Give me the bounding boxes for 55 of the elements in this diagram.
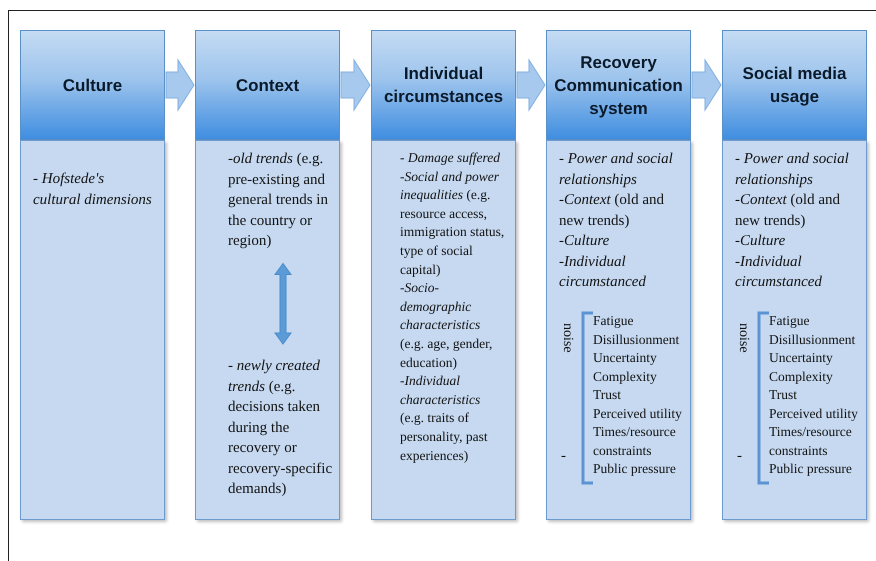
body-text: -Context (old and new trends) (735, 191, 841, 230)
body-text: - Power and social relationships (735, 150, 850, 190)
body-text: - Hofstede's cultural dimensions (33, 170, 153, 210)
panel (546, 140, 691, 520)
double-arrow (274, 262, 292, 345)
vertical-label: noise (735, 323, 751, 353)
list-item: Public pressure (769, 460, 853, 478)
body-text: -Individual characteristics (e.g. traits of personality, past experiences) (400, 372, 489, 465)
list-item: Fatigue (593, 312, 634, 330)
arrow (516, 58, 546, 112)
list-item: Times/resource constraints (769, 423, 853, 460)
list-item: Uncertainty (593, 349, 658, 367)
panel (20, 140, 165, 520)
arrow (340, 58, 371, 112)
list-item: Times/resource constraints (593, 423, 677, 460)
list-item: Uncertainty (769, 349, 834, 367)
body-text: - newly created trends (e.g. decisions taken during the recovery or recovery-specific demands) (228, 356, 338, 500)
list-item: Trust (593, 386, 622, 404)
header-box (546, 30, 691, 140)
list-item: Public pressure (593, 460, 677, 478)
column-title: Recovery Communication system (553, 52, 684, 120)
header-box (722, 30, 867, 140)
body-text: -Individual circumstanced (735, 252, 823, 292)
body-text: -Socio-demographic characteristics (e.g. age, gender, education) (400, 279, 494, 372)
list-item: Trust (769, 386, 798, 404)
body-text: - Power and social relationships (559, 150, 674, 190)
header-box (371, 30, 516, 140)
list-item: Complexity (593, 368, 658, 386)
arrow (166, 58, 195, 112)
list-item: Perceived utility (593, 404, 683, 423)
panel (722, 140, 867, 520)
list-item: Perceived utility (769, 404, 859, 423)
panel (195, 140, 340, 520)
vertical-label: noise (559, 323, 575, 353)
column-title: Individual circumstances (382, 63, 504, 108)
body-text: -Individual circumstanced (559, 252, 647, 292)
column-title: Context (236, 74, 300, 96)
body-text: -old trends (e.g. pre-existing and general trends in the country or region) (228, 149, 338, 252)
list-dash: - (561, 447, 566, 466)
list-dash: - (737, 447, 742, 466)
list-item: Disillusionment (593, 330, 680, 348)
body-text: -Context (old and new trends) (559, 191, 665, 230)
column-title: Culture (62, 74, 122, 96)
body-text: -Social and power inequalities (e.g. resource access, immigration status, type of social capital) (400, 168, 506, 279)
list-item: Complexity (769, 368, 834, 386)
list-item: Disillusionment (769, 330, 856, 348)
body-text: - Damage suffered (400, 149, 501, 167)
panel (371, 140, 516, 520)
body-text: -Culture (735, 232, 786, 251)
header-box (195, 30, 340, 140)
header-box (20, 30, 165, 140)
list-item: Fatigue (769, 312, 810, 330)
column-title: Social media usage (742, 63, 848, 108)
body-text: -Culture (559, 232, 610, 251)
arrow (692, 58, 722, 112)
